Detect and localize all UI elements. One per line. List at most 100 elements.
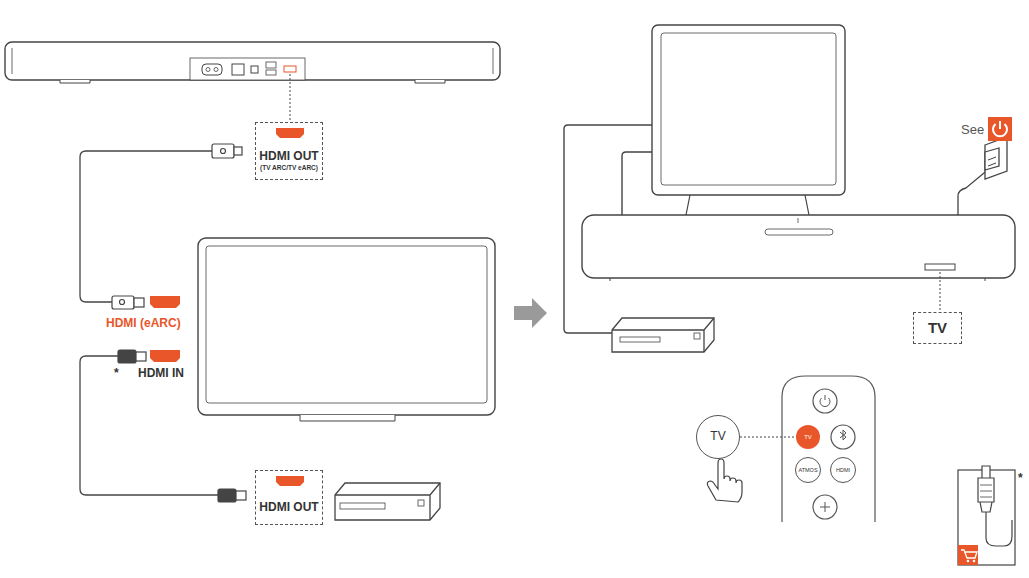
- button-callout-circle: TV: [696, 415, 740, 459]
- tv-side: [622, 152, 652, 216]
- remote: [831, 425, 855, 449]
- tv-front: [206, 246, 487, 403]
- player: [612, 318, 714, 352]
- soundbar-back: [266, 62, 276, 68]
- power-cord: [958, 137, 1007, 215]
- soundbar-back: [202, 64, 222, 75]
- cable-accessory-icon: [973, 560, 976, 563]
- node-text: HDMI OUT: [259, 501, 318, 515]
- hdmi-plug: [112, 296, 134, 309]
- leader-line: [290, 74, 291, 120]
- hdmi-port-icon: [276, 128, 304, 138]
- player: [335, 483, 440, 520]
- soundbar-back: [284, 66, 296, 72]
- player: [694, 333, 700, 339]
- hdmi-port-icon: [276, 476, 304, 486]
- hand-icon: [707, 459, 742, 502]
- soundbar-back: [60, 80, 445, 83]
- power-icon: [988, 117, 1012, 141]
- hand-icon: [707, 459, 742, 502]
- soundbar-back: [266, 70, 276, 75]
- remote: [813, 495, 837, 519]
- node-text: (TV ARC/TV eARC): [260, 164, 318, 171]
- hdmi-plug: [221, 149, 226, 154]
- hdmi-plug: [234, 147, 242, 155]
- flow-arrow: [514, 298, 547, 328]
- node-text: HDMI: [836, 467, 850, 473]
- soundbar-back: [5, 42, 500, 80]
- node-text: ATMOS: [798, 467, 817, 473]
- soundbar-back: [206, 68, 210, 72]
- cable-accessory-icon: [967, 560, 970, 563]
- remote-button: HDMI: [830, 457, 856, 483]
- tv-front: [198, 238, 495, 421]
- soundbar-back: [12, 48, 13, 74]
- remote: [820, 502, 830, 512]
- power-cord: [988, 157, 996, 166]
- remote: [782, 376, 875, 522]
- power-cord: [985, 137, 1007, 179]
- player: [612, 318, 714, 352]
- node-text: TV: [928, 319, 947, 336]
- hdmi-plug: [118, 350, 136, 363]
- port-callout-box: HDMI OUT(TV ARC/TV eARC): [255, 122, 323, 180]
- remote-button: TV: [796, 425, 820, 449]
- power-cord: [985, 148, 999, 170]
- soundbar-back: [5, 42, 500, 83]
- player: [335, 483, 440, 520]
- cable-accessory-icon: [986, 512, 1012, 546]
- footnote-mark: *: [1018, 471, 1023, 485]
- player: [340, 503, 385, 509]
- soundbar-front: [798, 218, 799, 223]
- remote-button: ATMOS: [795, 457, 821, 483]
- hdmi-plug: [120, 300, 125, 305]
- leader-line: [940, 272, 941, 310]
- tv-side: [652, 25, 845, 195]
- cable-accessory-icon: [978, 466, 994, 512]
- input-callout-box: TV: [913, 312, 962, 344]
- soundbar-back: [232, 64, 244, 75]
- hdmi-plug: [134, 298, 144, 307]
- soundbar-front: [582, 215, 1015, 281]
- reference-note: See: [961, 122, 984, 137]
- tv-front: [300, 415, 395, 421]
- hdmi-plug: [212, 144, 234, 158]
- cable-accessory-icon: [958, 466, 1015, 565]
- soundbar-back: [214, 68, 218, 72]
- soundbar-front: [765, 229, 833, 235]
- player: [418, 500, 424, 506]
- player: [335, 483, 440, 520]
- hdmi-plug: [218, 489, 236, 502]
- hdmi-cable: [80, 151, 212, 302]
- remote: [840, 430, 846, 440]
- power-icon: [999, 121, 1001, 129]
- port-callout-box: HDMI OUT: [255, 470, 323, 525]
- remote: [820, 395, 830, 407]
- node-text: HDMI OUT: [259, 150, 318, 164]
- hdmi-plug: [236, 491, 246, 500]
- node-text: TV: [710, 430, 725, 444]
- port-label: HDMI (eARC): [106, 316, 181, 330]
- soundbar-front: [610, 278, 985, 281]
- player: [612, 318, 714, 352]
- tv-front: [198, 238, 495, 415]
- hdmi-port-icon: [150, 350, 180, 362]
- cable-accessory-icon: [980, 485, 992, 497]
- hdmi-port-icon: [150, 296, 180, 308]
- soundbar-front: [582, 215, 1015, 278]
- player: [620, 337, 660, 342]
- cable-accessory-icon: [961, 550, 977, 558]
- cable-accessory-icon: [958, 545, 978, 565]
- tv-side: [564, 25, 845, 333]
- power-icon: [988, 117, 1012, 141]
- soundbar-back: [190, 58, 305, 80]
- footnote-mark: *: [114, 366, 119, 380]
- hdmi-plug: [136, 352, 146, 361]
- remote: [813, 389, 837, 413]
- soundbar-front: [925, 264, 955, 270]
- port-label: HDMI IN: [138, 366, 184, 380]
- soundbar-back: [251, 66, 258, 73]
